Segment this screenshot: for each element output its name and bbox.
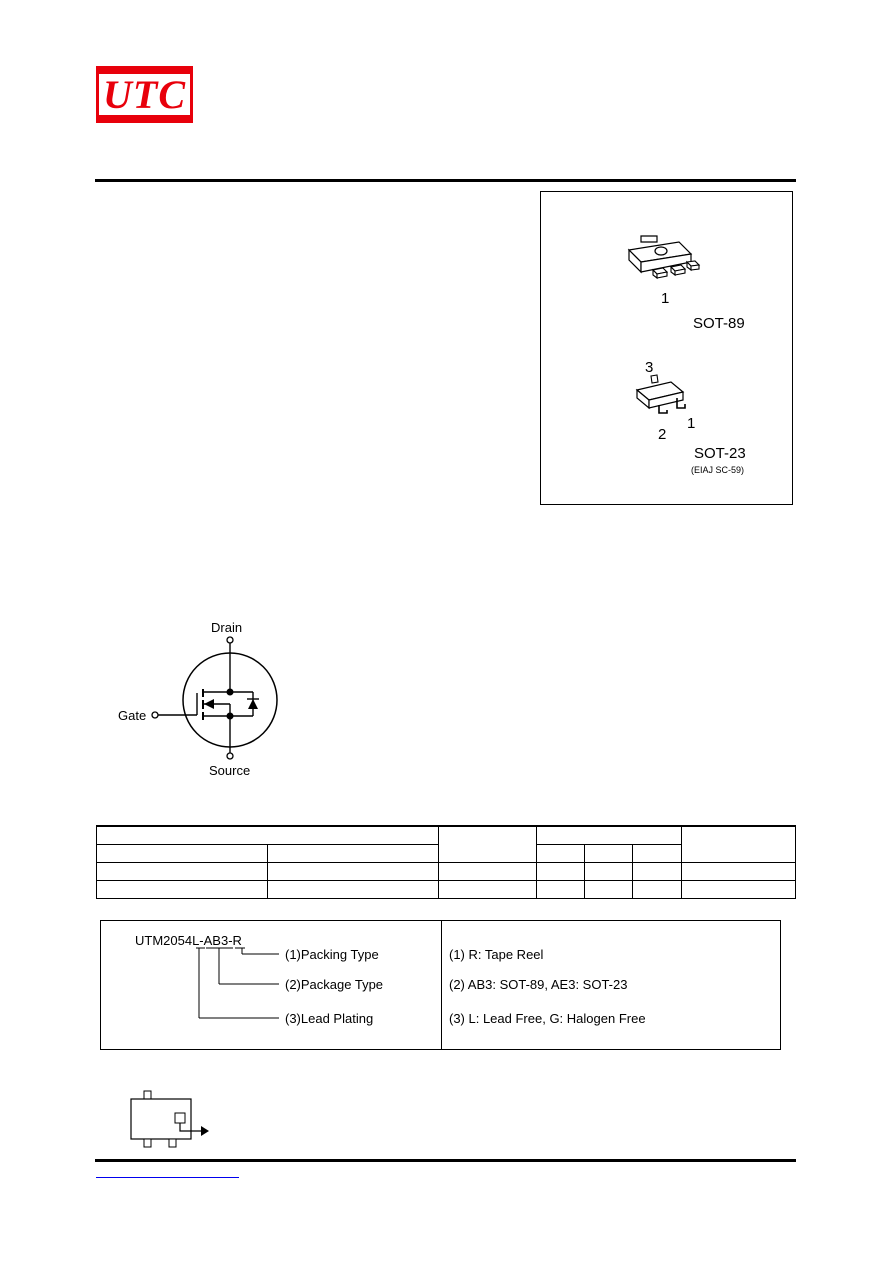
- legend-desc-plating: (3) L: Lead Free, G: Halogen Free: [449, 1011, 646, 1026]
- table-row: [95, 825, 797, 863]
- legend-divider: [441, 921, 442, 1049]
- sot89-pin1-label: 1: [661, 290, 670, 307]
- header-rule: [95, 179, 796, 182]
- drain-label: Drain: [211, 620, 243, 635]
- legend-label-packing: (1)Packing Type: [285, 947, 379, 962]
- footer-rule: [95, 1159, 796, 1162]
- mosfet-circuit-icon: [151, 636, 278, 760]
- sot23-name: SOT-23: [694, 445, 746, 462]
- ordering-table: [95, 825, 797, 899]
- table-row: [95, 880, 797, 899]
- legend-leader-lines: [196, 947, 279, 1019]
- sot89-package-icon: [627, 235, 701, 280]
- mosfet-symbol: Drain Gate Source: [110, 615, 290, 785]
- utc-logo: UTC: [96, 66, 193, 123]
- sot23-package-icon: [635, 374, 686, 414]
- sot23-pin3-label: 3: [645, 359, 654, 376]
- legend-desc-packing: (1) R: Tape Reel: [449, 947, 544, 962]
- gate-label: Gate: [118, 708, 147, 723]
- legend-desc-package: (2) AB3: SOT-89, AE3: SOT-23: [449, 977, 628, 992]
- sot89-name: SOT-89: [693, 315, 745, 332]
- legend-label-package: (2)Package Type: [285, 977, 384, 992]
- sot23-pin2-label: 2: [658, 426, 667, 443]
- sot23-eiaj-note: (EIAJ SC-59): [691, 465, 745, 475]
- table-row: [95, 862, 797, 881]
- part-number-legend: UTM2054L-AB3-R (1)Packing Type (2)Packag…: [100, 920, 781, 1050]
- sot23-pin1-label: 1: [687, 415, 696, 432]
- part-number: UTM2054L-AB3-R: [135, 933, 242, 948]
- website-link[interactable]: [96, 1177, 239, 1178]
- marking-package-icon: [130, 1090, 209, 1148]
- table-row: [95, 844, 796, 863]
- package-box: 1 SOT-89 3 1 2 SOT-23 (EIAJ SC-59): [540, 191, 793, 505]
- source-label: Source: [209, 763, 251, 778]
- legend-label-plating: (3)Lead Plating: [285, 1011, 374, 1026]
- logo-text: UTC: [103, 72, 186, 117]
- logo-white-field: [99, 74, 190, 115]
